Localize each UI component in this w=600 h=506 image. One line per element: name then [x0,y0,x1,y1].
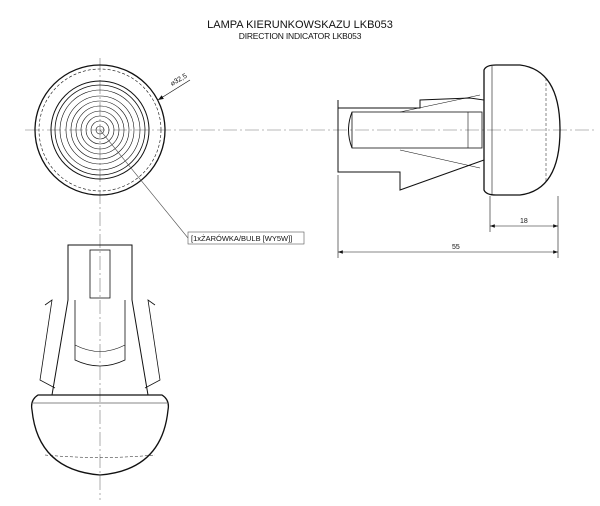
bulb-label: [1xŻARÓWKA/BULB [WY5W]] [191,234,292,243]
dim-dome-label: 18 [520,218,528,225]
bottom-view [30,244,170,476]
diameter-leader [157,79,191,101]
drawing-subtitle: DIRECTION INDICATOR LKB053 [238,31,362,41]
dim-total-label: 55 [452,244,460,251]
front-view [34,64,166,196]
diameter-label: ⌀32,5 [170,73,189,88]
bulb-leader [99,129,189,239]
centerlines [25,58,595,500]
dimensions [337,175,559,258]
side-view [337,64,561,196]
drawing-title: LAMPA KIERUNKOWSKAZU LKB053 [207,19,393,31]
